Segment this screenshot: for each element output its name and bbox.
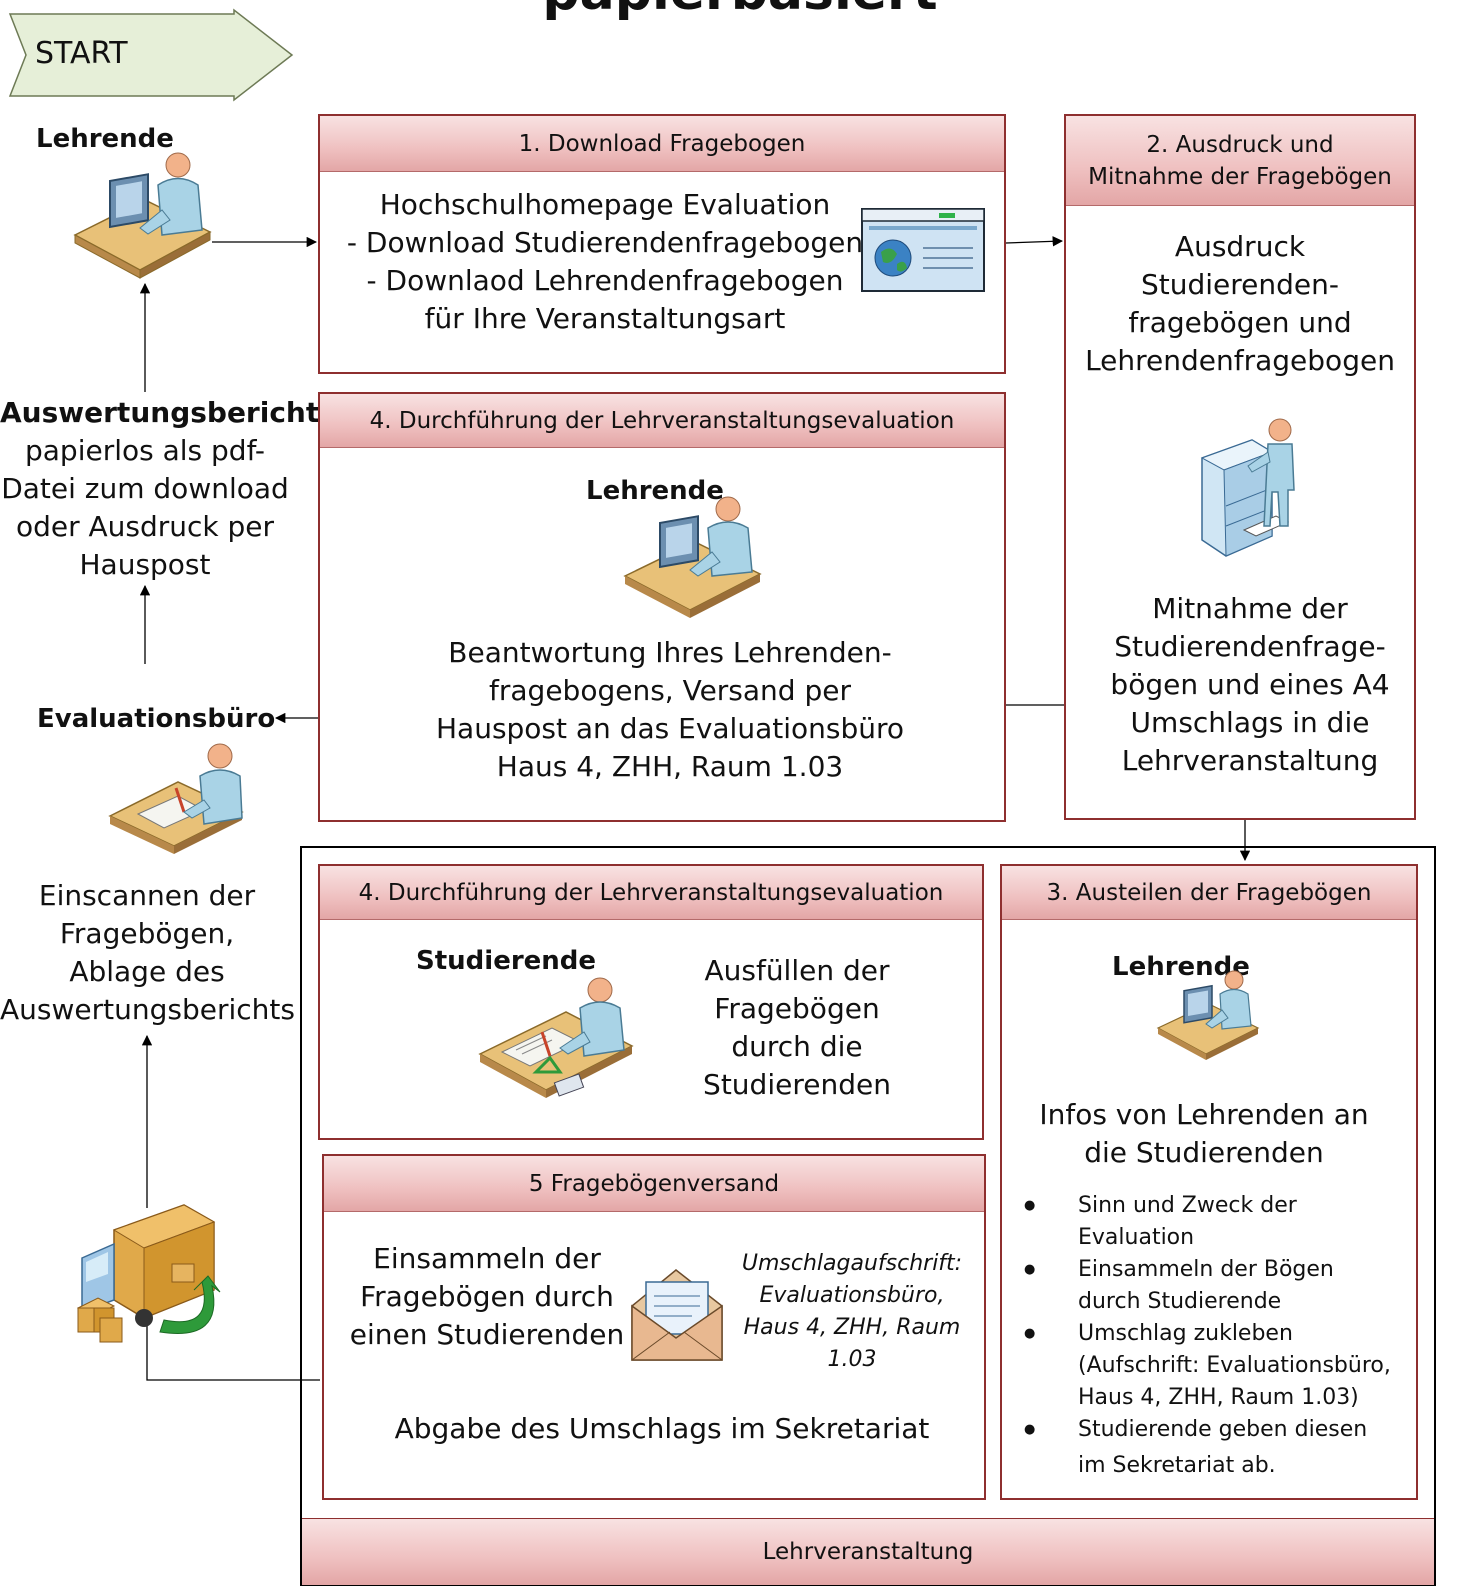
list-item: Sinn und Zweck der Evaluation	[1018, 1190, 1414, 1254]
step4a-box: 4. Durchführung der Lehrveranstaltungsev…	[318, 392, 1006, 822]
step4b-line: Fragebögen	[714, 992, 880, 1025]
step2-bottom-line: Mitnahme der	[1152, 592, 1348, 625]
browser-window-icon	[861, 208, 985, 292]
list-item: Einsammeln der Bögen durch Studierende	[1018, 1254, 1414, 1318]
start-label: START	[35, 36, 128, 71]
step1-line: für Ihre Veranstaltungsart	[424, 302, 786, 335]
step2-header-line: 2. Ausdruck und	[1146, 131, 1334, 158]
step4a-line: Beantwortung Ihres Lehrenden-	[448, 636, 892, 669]
printer-person-icon	[1200, 418, 1295, 557]
step4b-header: 4. Durchführung der Lehrveranstaltungsev…	[320, 866, 982, 920]
step2-bottom-line: Lehrveranstaltung	[1121, 744, 1379, 777]
diagram-title: papierbasiert	[540, 0, 940, 20]
step2-top-line: Studierenden-	[1141, 268, 1339, 301]
scan-line: Fragebögen,	[59, 917, 235, 950]
step5-box: 5 Fragebögenversand Einsammeln der Frage…	[322, 1154, 986, 1500]
step2-top-text: Ausdruck Studierenden- fragebögen und Le…	[1066, 228, 1414, 380]
start-arrow	[8, 8, 294, 102]
student-desk-icon	[478, 977, 634, 1098]
step5-line: einen Studierenden	[349, 1318, 625, 1351]
bullet-line: im Sekretariat ab.	[1078, 1453, 1276, 1478]
step1-header: 1. Download Fragebogen	[320, 116, 1004, 172]
step4a-line: fragebogens, Versand per	[489, 674, 851, 707]
step5-line: Fragebögen durch	[360, 1280, 614, 1313]
report-line: Datei zum download	[1, 472, 289, 505]
step2-top-line: fragebögen und	[1128, 306, 1352, 339]
scan-line: Auswertungsberichts	[0, 993, 295, 1026]
report-line: oder Ausdruck per	[15, 510, 275, 543]
step5-text: Einsammeln der Fragebögen durch einen St…	[342, 1240, 632, 1354]
step5-header: 5 Fragebögenversand	[324, 1156, 984, 1212]
delivery-truck-icon	[76, 1204, 221, 1343]
step4b-line: durch die	[731, 1030, 863, 1063]
teacher-computer-icon	[623, 496, 762, 618]
scan-line: Ablage des	[69, 955, 225, 988]
scan-text: Einscannen der Fragebögen, Ablage des Au…	[0, 877, 295, 1029]
step1-line: - Downlaod Lehrendenfragebogen	[366, 264, 844, 297]
step4a-actor: Lehrende	[586, 476, 724, 506]
step2-bottom-line: Umschlags in die	[1130, 706, 1370, 739]
step1-text: Hochschulhomepage Evaluation - Download …	[340, 186, 870, 338]
report-line: papierlos als pdf-	[24, 434, 266, 467]
step2-header-line: Mitnahme der Fragebögen	[1088, 163, 1392, 190]
office-worker-icon	[108, 743, 244, 854]
envelope-line: Umschlagaufschrift:	[741, 1251, 963, 1276]
step3-intro-line: Infos von Lehrenden an	[1039, 1098, 1369, 1131]
bullet-line: durch Studierende	[1078, 1289, 1282, 1314]
step2-bottom-line: Studierendenfrage-	[1114, 630, 1386, 663]
report-title: Auswertungsbericht	[0, 396, 320, 429]
bullet-line: (Aufschrift: Evaluationsbüro,	[1078, 1353, 1391, 1378]
teacher-computer-icon	[1156, 970, 1260, 1060]
bullet-line: Studierende geben diesen	[1078, 1417, 1368, 1442]
step5-line: Einsammeln der	[373, 1242, 601, 1275]
envelope-line: Evaluationsbüro,	[759, 1283, 945, 1308]
step1-line: Hochschulhomepage Evaluation	[379, 188, 831, 221]
report-line: Hauspost	[79, 548, 211, 581]
step3-box: 3. Austeilen der Fragebögen Lehrende Inf…	[1000, 864, 1418, 1500]
step4a-line: Haus 4, ZHH, Raum 1.03	[496, 750, 844, 783]
bullet-line: Haus 4, ZHH, Raum 1.03)	[1078, 1385, 1359, 1410]
step4a-header: 4. Durchführung der Lehrveranstaltungsev…	[320, 394, 1004, 448]
footer-label: Lehrveranstaltung	[302, 1519, 1434, 1585]
bullet-line: Sinn und Zweck der	[1078, 1193, 1297, 1218]
teacher-computer-icon	[73, 152, 212, 279]
envelope-icon	[631, 1269, 723, 1361]
step4a-text: Beantwortung Ihres Lehrenden- fragebogen…	[410, 634, 930, 786]
step2-bottom-line: bögen und eines A4	[1110, 668, 1390, 701]
left-lehrende-label: Lehrende	[36, 124, 174, 154]
footer-lehrveranstaltung: Lehrveranstaltung	[302, 1518, 1434, 1585]
step4b-actor: Studierende	[416, 946, 597, 976]
report-text: papierlos als pdf- Datei zum download od…	[0, 432, 290, 584]
list-item: Studierende geben diesen im Sekretariat …	[1018, 1414, 1414, 1482]
step3-bullet-list: Sinn und Zweck der Evaluation Einsammeln…	[1018, 1190, 1414, 1482]
step2-box: 2. Ausdruck und Mitnahme der Fragebögen …	[1064, 114, 1416, 820]
step2-top-line: Lehrendenfragebogen	[1085, 344, 1395, 377]
office-label: Evaluationsbüro	[37, 704, 276, 734]
envelope-line: 1.03	[827, 1347, 877, 1372]
step3-intro-line: die Studierenden	[1084, 1136, 1324, 1169]
step4b-text: Ausfüllen der Fragebögen durch die Studi…	[692, 952, 902, 1104]
step1-box: 1. Download Fragebogen Hochschulhomepage…	[318, 114, 1006, 374]
step5-bottom: Abgabe des Umschlags im Sekretariat	[394, 1412, 930, 1445]
step4b-box: 4. Durchführung der Lehrveranstaltungsev…	[318, 864, 984, 1140]
bullet-line: Evaluation	[1078, 1225, 1195, 1250]
step1-line: - Download Studierendenfragebogen	[346, 226, 864, 259]
step4b-line: Studierenden	[703, 1068, 891, 1101]
step3-header: 3. Austeilen der Fragebögen	[1002, 866, 1416, 920]
bullet-line: Umschlag zukleben	[1078, 1321, 1293, 1346]
list-item: Umschlag zukleben (Aufschrift: Evaluatio…	[1018, 1318, 1414, 1414]
step4b-line: Ausfüllen der	[704, 954, 890, 987]
bullet-line: Einsammeln der Bögen	[1078, 1257, 1334, 1282]
scan-line: Einscannen der	[38, 879, 256, 912]
step3-intro: Infos von Lehrenden an die Studierenden	[1002, 1096, 1406, 1172]
envelope-line: Haus 4, ZHH, Raum	[743, 1315, 961, 1340]
step2-bottom-text: Mitnahme der Studierendenfrage- bögen un…	[1066, 590, 1434, 780]
step2-top-line: Ausdruck	[1174, 230, 1306, 263]
step2-header: 2. Ausdruck und Mitnahme der Fragebögen	[1066, 116, 1414, 206]
envelope-inscription: Umschlagaufschrift: Evaluationsbüro, Hau…	[734, 1248, 970, 1376]
step4a-line: Hauspost an das Evaluationsbüro	[435, 712, 904, 745]
